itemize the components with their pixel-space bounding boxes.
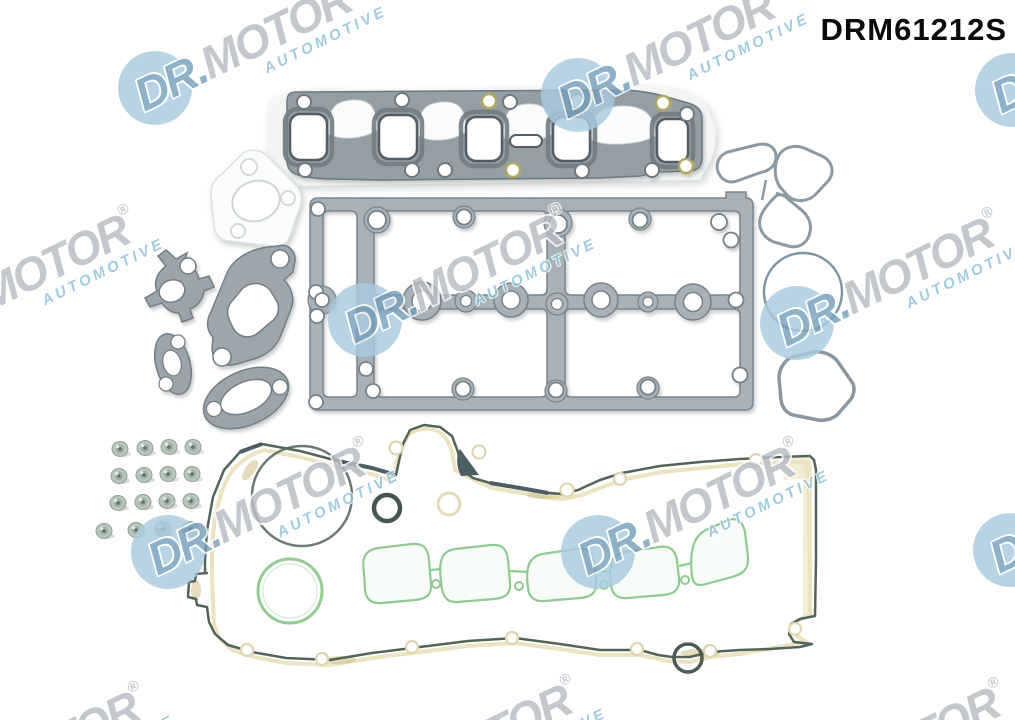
crankshaft-seal-ring (250, 444, 704, 674)
exhaust-manifold-gasket (282, 89, 703, 181)
part-number: DRM61212S (820, 12, 1007, 47)
green-o-ring (256, 557, 324, 625)
intake-manifold-gasket (362, 518, 750, 605)
egr-valve-gasket (143, 249, 216, 323)
small-flange-gasket (153, 332, 193, 396)
cam-bore-rings (402, 281, 712, 321)
round-o-ring (762, 251, 844, 333)
timing-cover-dark-notch (457, 449, 479, 476)
valve-cover-gasket (307, 191, 754, 411)
water-pump-gasket (206, 244, 296, 367)
timing-cover-bolt-holes (239, 440, 803, 667)
thermostat-o-ring (777, 350, 856, 422)
timing-cover-outline (186, 423, 818, 662)
valve-stem-seals (95, 439, 204, 539)
oil-cooler-gasket (715, 142, 834, 249)
oval-flange-gasket (202, 366, 290, 430)
